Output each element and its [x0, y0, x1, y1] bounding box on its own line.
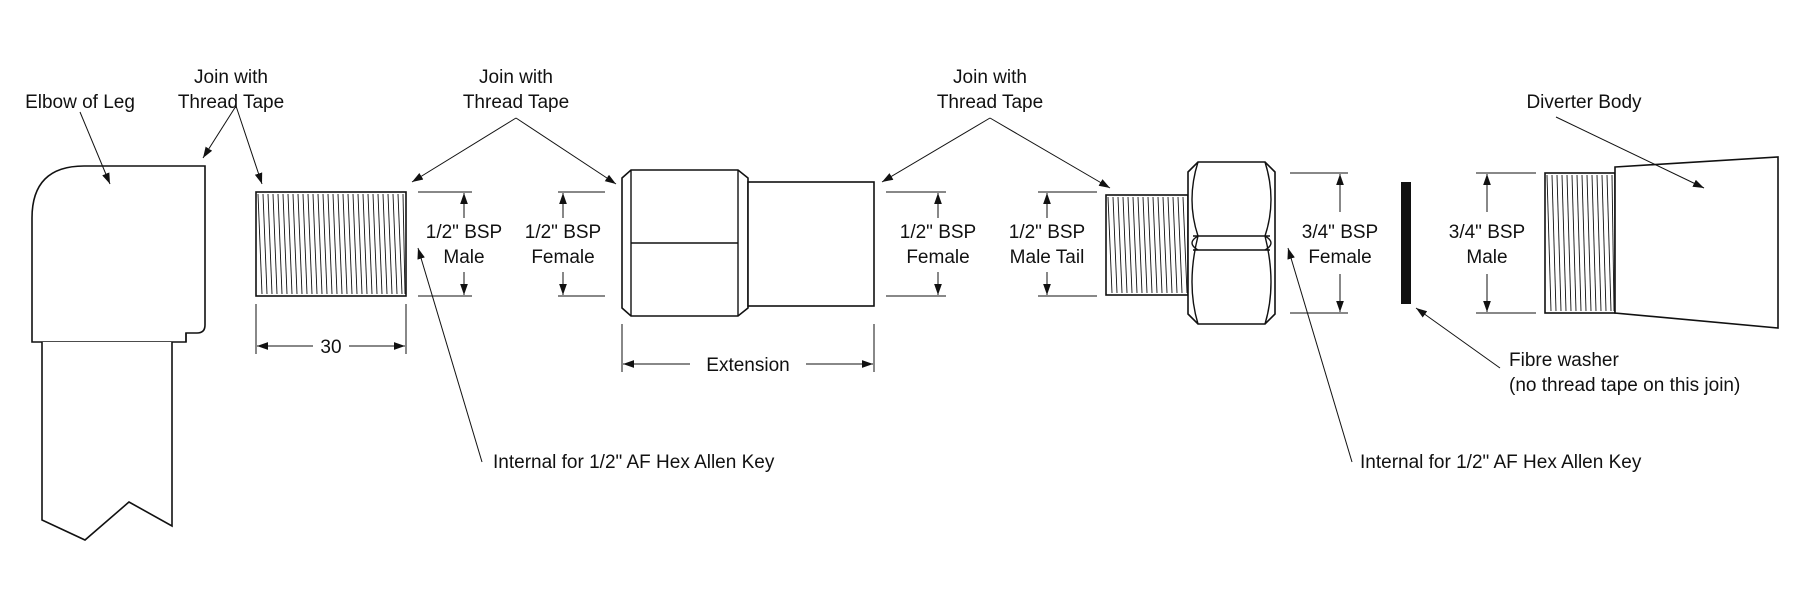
- label-diverter-body: Diverter Body: [1526, 92, 1642, 113]
- label-elbow-of-leg: Elbow of Leg: [25, 92, 135, 113]
- label-join-3-line1: Join with: [953, 67, 1027, 88]
- thread-line: [317, 193, 323, 295]
- thread-line: [1122, 196, 1128, 294]
- thread-line: [1586, 174, 1592, 312]
- male-tail-hex-fitting: [1105, 161, 1276, 325]
- thread-line: [342, 193, 348, 295]
- thread-line: [287, 193, 293, 295]
- thread-line: [1127, 196, 1133, 294]
- label-fibre-washer-2: (no thread tape on this join): [1509, 375, 1740, 396]
- thread-line: [402, 193, 406, 295]
- label-half-bsp-female-b1: 1/2" BSP: [900, 222, 976, 243]
- thread-line: [262, 193, 268, 295]
- thread-line: [327, 193, 333, 295]
- label-extension: Extension: [706, 355, 789, 376]
- thread-line: [257, 193, 263, 295]
- thread-line: [1152, 196, 1158, 294]
- label-half-bsp-female-a2: Female: [531, 247, 594, 268]
- thread-line: [1581, 174, 1587, 312]
- thread-line: [1172, 196, 1178, 294]
- label-allen-key-right: Internal for 1/2" AF Hex Allen Key: [1360, 452, 1642, 473]
- thread-line: [1162, 196, 1168, 294]
- thread-line: [1117, 196, 1123, 294]
- thread-line: [347, 193, 353, 295]
- label-half-bsp-male-tail-1: 1/2" BSP: [1009, 222, 1085, 243]
- thread-line: [1561, 174, 1567, 312]
- label-join-2-line2: Thread Tape: [463, 92, 569, 113]
- thread-line: [1142, 196, 1148, 294]
- label-dim-30: 30: [320, 337, 341, 358]
- thread-line: [282, 193, 288, 295]
- thread-line: [1566, 174, 1572, 312]
- thread-line: [307, 193, 313, 295]
- thread-line: [267, 193, 273, 295]
- thread-line: [292, 193, 298, 295]
- label-half-bsp-female-a1: 1/2" BSP: [525, 222, 601, 243]
- fibre-washer: [1401, 182, 1411, 304]
- thread-line: [397, 193, 403, 295]
- diverter-body: [1544, 156, 1779, 329]
- thread-line: [377, 193, 383, 295]
- label-allen-key-left: Internal for 1/2" AF Hex Allen Key: [493, 452, 775, 473]
- thread-line: [1556, 174, 1562, 312]
- thread-line: [1157, 196, 1163, 294]
- extension-fitting: [621, 169, 875, 317]
- label-3q-bsp-male-2: Male: [1466, 247, 1507, 268]
- thread-line: [1137, 196, 1143, 294]
- thread-line: [312, 193, 318, 295]
- thread-line: [1571, 174, 1577, 312]
- thread-line: [272, 193, 278, 295]
- labels: Elbow of Leg Join with Thread Tape Join …: [25, 67, 1740, 473]
- thread-line: [1546, 174, 1552, 312]
- tail-threads: [1107, 196, 1188, 294]
- thread-line: [322, 193, 328, 295]
- label-3q-bsp-male-1: 3/4" BSP: [1449, 222, 1525, 243]
- label-join-3-line2: Thread Tape: [937, 92, 1043, 113]
- label-3q-bsp-female-2: Female: [1308, 247, 1371, 268]
- thread-line: [1107, 196, 1113, 294]
- thread-line: [382, 193, 388, 295]
- thread-line: [1167, 196, 1173, 294]
- dimension-lines: [255, 172, 1536, 372]
- label-join-2-line1: Join with: [479, 67, 553, 88]
- thread-line: [1177, 196, 1183, 294]
- thread-line: [387, 193, 393, 295]
- thread-line: [1147, 196, 1153, 294]
- thread-line: [1606, 174, 1612, 312]
- thread-line: [332, 193, 338, 295]
- thread-line: [1112, 196, 1118, 294]
- thread-line: [352, 193, 358, 295]
- label-join-1-line2: Thread Tape: [178, 92, 284, 113]
- thread-line: [1551, 174, 1557, 312]
- label-join-1-line1: Join with: [194, 67, 268, 88]
- thread-line: [1601, 174, 1607, 312]
- label-fibre-washer-1: Fibre washer: [1509, 350, 1619, 371]
- thread-line: [1182, 196, 1188, 294]
- nipple-threads: [257, 193, 406, 295]
- thread-line: [297, 193, 303, 295]
- thread-line: [357, 193, 363, 295]
- label-half-bsp-male-2: Male: [443, 247, 484, 268]
- label-half-bsp-male-tail-2: Male Tail: [1010, 247, 1085, 268]
- thread-line: [1576, 174, 1582, 312]
- thread-line: [372, 193, 378, 295]
- label-half-bsp-female-b2: Female: [906, 247, 969, 268]
- thread-line: [302, 193, 308, 295]
- leader-lines: [79, 105, 1705, 463]
- label-half-bsp-male-1: 1/2" BSP: [426, 222, 502, 243]
- label-3q-bsp-female-1: 3/4" BSP: [1302, 222, 1378, 243]
- thread-line: [362, 193, 368, 295]
- male-nipple: [255, 191, 407, 297]
- elbow-of-leg: [31, 165, 206, 541]
- thread-line: [1596, 174, 1602, 312]
- thread-line: [1591, 174, 1597, 312]
- thread-line: [367, 193, 373, 295]
- thread-line: [1611, 174, 1615, 312]
- thread-line: [337, 193, 343, 295]
- thread-line: [277, 193, 283, 295]
- thread-line: [392, 193, 398, 295]
- thread-line: [1132, 196, 1138, 294]
- diverter-threads: [1546, 174, 1615, 312]
